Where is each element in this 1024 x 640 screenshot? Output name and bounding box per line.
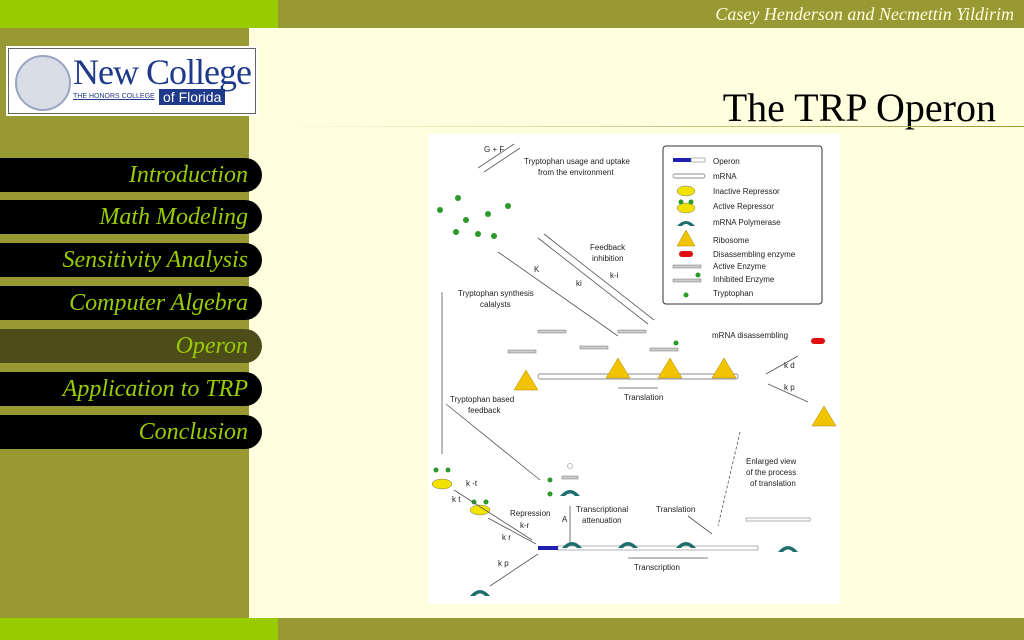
legend-tryptophan-icon: [683, 292, 689, 298]
inactive-repressor-icon: [431, 478, 453, 490]
synthesis-label: Tryptophan synthesis: [458, 289, 534, 298]
translation-label: Translation: [624, 393, 663, 402]
mrna-strand: [537, 373, 739, 380]
logo-name: New College: [73, 52, 252, 92]
sidebar: [0, 28, 249, 618]
title-divider: [278, 126, 1024, 127]
gf-label: G + F: [484, 145, 504, 154]
nav-item-computer-algebra[interactable]: Computer Algebra: [0, 286, 262, 320]
legend-label: mRNA: [713, 172, 737, 181]
polymerase-icon: [676, 542, 696, 548]
legend-label: Inhibited Enzyme: [713, 275, 775, 284]
mrna-disassembling-label: mRNA disassembling: [712, 331, 788, 340]
legend-inhibited-enzyme-icon: [672, 278, 702, 283]
synthesis-label: calalysts: [480, 300, 511, 309]
kp-label-2: k p: [498, 559, 509, 568]
ribosome-icon: [605, 357, 631, 379]
legend-ribosome-icon: [676, 229, 696, 247]
polymerase-icon: [470, 590, 490, 596]
legend-label: Active Enzyme: [713, 262, 766, 271]
legend-mrna-icon: [672, 173, 706, 179]
usage-label: Tryptophan usage and uptake: [524, 157, 631, 166]
logo-of-florida: of Florida: [159, 89, 226, 105]
tryptophan-feedback-label: feedback: [468, 406, 501, 415]
k-label: K: [534, 265, 540, 274]
ribosome-icon: [657, 357, 683, 379]
nav-item-sensitivity-analysis[interactable]: Sensitivity Analysis: [0, 243, 262, 277]
legend-operon-icon: [673, 158, 691, 162]
top-header-bar: Casey Henderson and Necmettin Yildirim: [278, 0, 1024, 28]
authors-text: Casey Henderson and Necmettin Yildirim: [715, 4, 1014, 24]
legend-label: Disassembling enzyme: [713, 250, 796, 259]
legend-active-enzyme-icon: [672, 264, 702, 269]
nav-item-introduction[interactable]: Introduction: [0, 158, 262, 192]
attenuation-label: attenuation: [582, 516, 622, 525]
legend-label: mRNA Polymerase: [713, 218, 781, 227]
nav-item-application-to-trp[interactable]: Application to TRP: [0, 372, 262, 406]
enlarged-view-label: of translation: [750, 479, 796, 488]
bottom-accent-bar: [0, 618, 278, 640]
ribosome-icon: [811, 405, 837, 427]
gene-strand: [557, 545, 759, 551]
legend-box: [662, 145, 823, 305]
repression-label: Repression: [510, 509, 550, 518]
legend-disassembling-enzyme-icon: [679, 251, 693, 257]
kd-label: k d: [784, 361, 795, 370]
k-minus-i-label: k-i: [610, 271, 619, 280]
legend-label: Ribosome: [713, 236, 750, 245]
active-repressor-icon: [469, 504, 491, 516]
polymerase-icon: [778, 546, 798, 552]
translation-label-2: Translation: [656, 505, 695, 514]
polymerase-icon: [560, 490, 580, 496]
operon-segment: [538, 546, 558, 550]
top-accent-bar: [0, 0, 278, 28]
enlarged-view-label: of the process: [746, 468, 796, 477]
attenuation-label: Transcriptional: [576, 505, 628, 514]
college-logo: New College THE HONORS COLLEGE of Florid…: [8, 48, 256, 114]
nav-item-conclusion[interactable]: Conclusion: [0, 415, 262, 449]
kmr-label: k-r: [520, 521, 530, 530]
tryptophan-feedback-label: Tryptophan based: [450, 395, 514, 404]
enzyme-group: [507, 329, 679, 354]
kmt-label: k -t: [466, 479, 478, 488]
disassembling-enzyme-icon: [811, 338, 825, 344]
slide-title: The TRP Operon: [722, 85, 996, 130]
legend-label: Inactive Repressor: [713, 187, 780, 196]
kp-label: k p: [784, 383, 795, 392]
usage-label: from the environment: [538, 168, 614, 177]
enlarged-view-label: Enlarged view: [746, 457, 796, 466]
bottom-bar: [278, 618, 1024, 640]
ki-label: ki: [576, 279, 582, 288]
college-seal-icon: [15, 55, 71, 111]
legend-inactive-repressor-icon: [676, 185, 696, 197]
ribosome-icon: [711, 357, 737, 379]
enlarged-mrna: [745, 517, 811, 522]
legend-polymerase-icon: [677, 221, 695, 226]
nav-item-operon[interactable]: Operon: [0, 329, 262, 363]
polymerase-icon: [562, 542, 582, 548]
kr-label: k r: [502, 533, 511, 542]
legend-active-repressor-icon: [676, 202, 696, 214]
transcription-label: Transcription: [634, 563, 680, 572]
ribosome-icon: [513, 369, 539, 391]
legend-label: Active Repressor: [713, 202, 774, 211]
trp-operon-diagram: Operon mRNA Inactive Repressor Active Re…: [428, 134, 840, 604]
polymerase-icon: [618, 542, 638, 548]
tryptophan-cluster: [437, 195, 511, 239]
nav-item-math-modeling[interactable]: Math Modeling: [0, 200, 262, 234]
diagram-svg: Operon mRNA Inactive Repressor Active Re…: [431, 143, 837, 596]
legend-label: Operon: [713, 157, 740, 166]
legend-label: Tryptophan: [713, 289, 753, 298]
kt-label: k t: [452, 495, 461, 504]
feedback-label: inhibition: [592, 254, 624, 263]
a-label: A: [562, 515, 568, 524]
logo-subtitle: THE HONORS COLLEGE: [73, 93, 155, 100]
feedback-label: Feedback: [590, 243, 626, 252]
